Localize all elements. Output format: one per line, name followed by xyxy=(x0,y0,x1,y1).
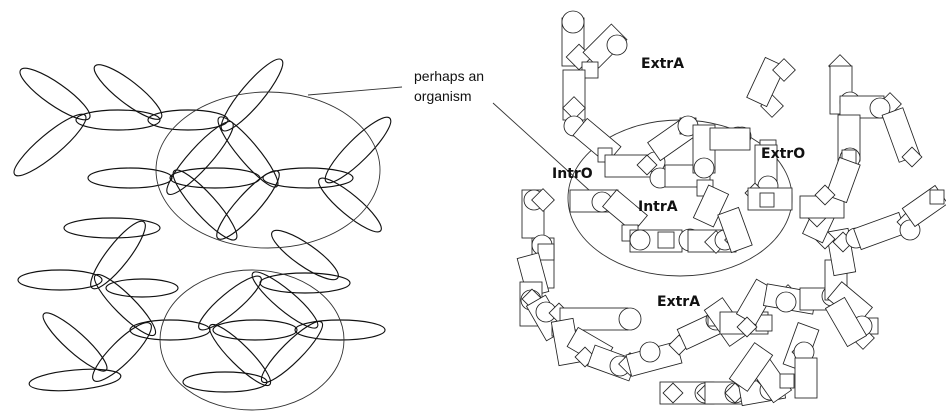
left-network xyxy=(13,58,403,411)
leaf-cluster-4 xyxy=(182,229,386,393)
cell-chain-inner xyxy=(569,189,753,254)
cell-chain-bottom xyxy=(659,316,820,407)
leaf-cluster-3 xyxy=(17,220,211,392)
annotation-line-1: perhaps an xyxy=(414,68,484,84)
cell-chain-left xyxy=(516,188,690,382)
organism-boundary-upper xyxy=(155,91,381,249)
annotation-leader-line xyxy=(307,86,403,96)
cell-chain-top xyxy=(561,10,666,178)
annotation-line-2: organism xyxy=(414,88,472,104)
annotation-leader-line-2 xyxy=(492,102,601,201)
organism-boundary-lower xyxy=(159,269,345,411)
region-label-intra-other: IntrO xyxy=(552,166,593,182)
region-label-extra-bottom: ExtrA xyxy=(657,294,700,310)
region-label-extra-top: ExtrA xyxy=(641,56,684,72)
cell-chain-center xyxy=(647,56,796,228)
cell-chain-right xyxy=(814,54,946,253)
region-label-extra-other: ExtrO xyxy=(761,146,805,162)
leaf-cluster-1 xyxy=(13,58,284,177)
leaf-cluster-2 xyxy=(63,116,392,241)
region-label-intra: IntrA xyxy=(638,199,678,215)
right-network: ExtrA ExtrO IntrO IntrA ExtrA xyxy=(516,10,946,407)
